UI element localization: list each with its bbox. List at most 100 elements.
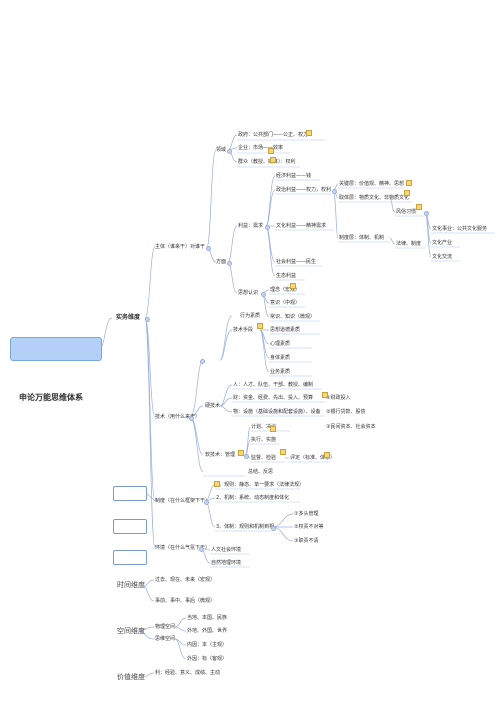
collapse-dot-icon[interactable] [227,149,232,154]
culture-item: 文化交流 [432,254,453,260]
actors-label: 领域 [216,147,227,153]
collapse-dot-icon[interactable] [227,261,232,266]
environment-label: 环境（在什么气氛下干） [155,545,211,551]
soft-evaluate: 评定（标准、体系） [290,455,336,461]
connector [144,246,156,319]
note-icon[interactable] [306,130,312,136]
law-label: 法律、制度 [396,241,422,247]
quality-item: 业务素质 [270,369,291,375]
resource-material-note: ②银行贷款、股债 [326,409,366,415]
connector [271,513,294,528]
collapse-dot-icon[interactable] [244,454,249,459]
connector [265,175,276,227]
environment-human: 人文社会环境 [211,547,242,553]
time-item: 事前、事中、事后（微观） [155,598,216,604]
space-label: 空间维度 [117,627,145,635]
cognition-item: 意识（中观） [270,300,301,306]
empty-node-box[interactable] [113,550,147,565]
mechanism-sub: ①多头管理 [294,511,319,517]
note-icon[interactable] [290,283,296,289]
connector [219,397,233,407]
connector [174,638,187,660]
value-label: 价值维度 [117,673,145,681]
actor-item: 企业：市场——效率 [238,145,284,151]
note-icon[interactable] [280,449,286,455]
interest-label: 利益：需求 [238,223,264,229]
cognition-item: 理念（宏观） [270,287,301,293]
space-item: 外地、外国、世界 [187,628,228,634]
rule-1: 1、规则：静态、单一要求（法律法规） [216,482,305,488]
soft-supervise: 监督、检验 [251,455,277,461]
collapse-dot-icon[interactable] [332,189,337,194]
soft-label: 软技术：管理 [205,452,236,458]
technique-label: 技术（用什么来干） [155,414,201,420]
collapse-dot-icon[interactable] [189,416,194,421]
space-item: 内因：本（主观） [187,642,228,648]
key-layer: 关键层：价值观、精神、思想 [339,181,405,187]
connector [265,225,276,277]
rule-2: 2、机制：系统、动态制度和体化 [216,495,290,501]
quality-item: 身体素质 [270,355,291,361]
note-icon[interactable] [324,452,330,458]
collapse-dot-icon[interactable] [424,211,429,216]
time-label: 时间维度 [117,581,145,589]
culture-item: 文化产业 [432,240,453,246]
connector [206,149,217,248]
interest-cultural: 文化利益——精神需求 [276,223,327,229]
space-psychological: 思维空间 [155,636,176,642]
connector [144,317,156,549]
actor-item: 政府：公共部门——公正、权力 [238,132,309,138]
note-icon[interactable] [270,157,276,163]
collapse-dot-icon[interactable] [261,292,266,297]
note-icon[interactable] [270,426,276,432]
cognition-item: 常识、知识（微观） [270,314,316,320]
connector [389,197,396,213]
actor-item: 群众（教授、媒体）：权利 [238,159,296,165]
empty-node-box[interactable] [113,486,147,501]
connector [142,579,155,587]
note-icon[interactable] [238,450,244,456]
mechanism-sub: ③职责不清 [294,538,319,544]
root-node-box[interactable] [10,337,102,361]
connector [144,317,156,502]
connector [189,359,204,418]
connector [219,384,233,407]
note-icon[interactable] [214,481,220,487]
connector [142,585,155,602]
space-physical: 物理空间 [155,624,176,630]
soft-execute: 执行、实施 [251,437,277,443]
connector [219,405,233,413]
empty-node-box[interactable] [113,519,147,534]
collapse-dot-icon[interactable] [265,225,270,230]
note-icon[interactable] [322,392,328,398]
connector [265,189,276,227]
resource-money-note: ①财政投入 [326,395,351,401]
culture-item: 文化事业：公共文化服务 [432,226,488,232]
subject-label: 主体（谁来干）对谁干 [155,244,206,250]
mechanism-sub: ②权责不对等 [294,524,324,530]
surface-layer: 取体层：物质文化、非物质文化 [339,195,410,201]
collapse-dot-icon[interactable] [199,547,204,552]
note-icon[interactable] [406,180,412,186]
connector [219,329,233,361]
interest-political: 政治利益——权力，权利 [276,187,332,193]
collapse-dot-icon[interactable] [271,526,276,531]
connector [259,329,270,373]
collapse-dot-icon[interactable] [145,317,150,322]
connector [189,416,204,473]
note-icon[interactable] [404,190,410,196]
time-item: 过去、现在、未来（宏观） [155,577,216,583]
mechanism-label: 制度（在什么框架下干） [155,498,211,504]
resource-money: 财：资金、经费、先出、投入、预算 [233,395,314,401]
connector [219,315,233,361]
environment-natural: 自然地理环境 [211,560,242,566]
note-icon[interactable] [257,323,263,329]
note-icon[interactable] [268,148,274,154]
resource-people: 人：人才、队伍、干部、教授、编制 [233,382,314,388]
summary-label: 总结、反思 [248,469,274,475]
collapse-dot-icon[interactable] [206,246,211,251]
collapse-dot-icon[interactable] [200,359,205,364]
soft-plan: 计划、决议 [251,424,277,430]
collapse-dot-icon[interactable] [204,500,209,505]
note-icon[interactable] [416,204,422,210]
